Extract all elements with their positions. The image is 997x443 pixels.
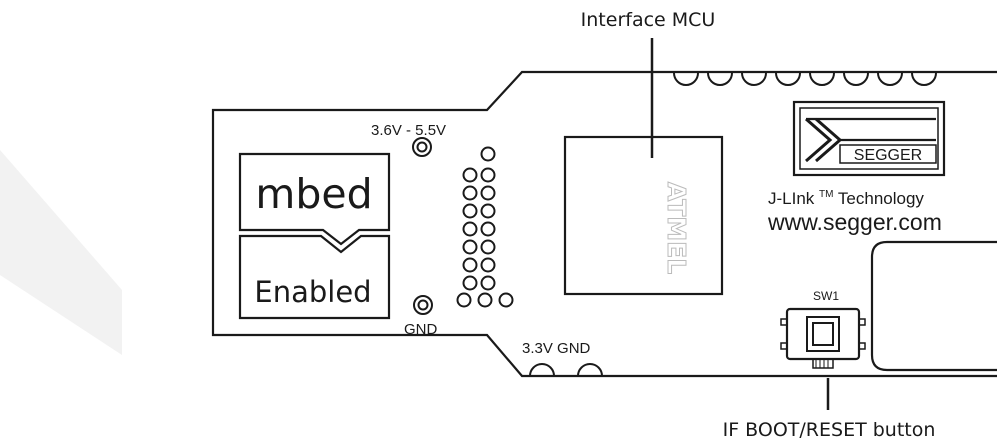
reset-switch — [780, 307, 866, 369]
switch-label: SW1 — [813, 289, 839, 303]
jlink-text: J-LInk — [768, 189, 815, 208]
enabled-logo-text: Enabled — [254, 275, 371, 309]
right-component — [870, 240, 997, 372]
mbed-logo-bottom-box — [238, 234, 391, 320]
mbed-logo-text: mbed — [255, 170, 372, 218]
chip-marking: ATMEL — [662, 182, 691, 274]
power-pad-top — [412, 137, 432, 157]
bottom-castellations — [529, 363, 603, 377]
jlink-technology-text: J-LInk TM Technology — [768, 182, 924, 208]
mbed-enabled-logo: mbed Enabled — [238, 152, 391, 320]
watermark-shape — [0, 150, 122, 355]
voltage-label-top: 3.6V - 5.5V — [371, 122, 446, 139]
mbed-logo-top-box — [238, 152, 391, 246]
segger-logo-text: SEGGER — [854, 147, 922, 164]
trademark-text: TM — [819, 189, 833, 200]
board-outline — [211, 70, 997, 378]
segger-url: www.segger.com — [767, 209, 942, 235]
voltage-label-bottom: 3.3V GND — [522, 340, 591, 357]
if-boot-reset-callout: IF BOOT/RESET button — [723, 419, 936, 441]
interface-mcu-chip — [563, 135, 724, 296]
segger-logo — [792, 100, 946, 177]
interface-mcu-callout: Interface MCU — [581, 9, 716, 31]
gnd-label-left: GND — [404, 321, 438, 338]
top-castellations — [673, 72, 937, 86]
power-pad-gnd — [413, 295, 433, 315]
technology-text: Technology — [838, 189, 925, 208]
header-pads — [456, 146, 514, 308]
